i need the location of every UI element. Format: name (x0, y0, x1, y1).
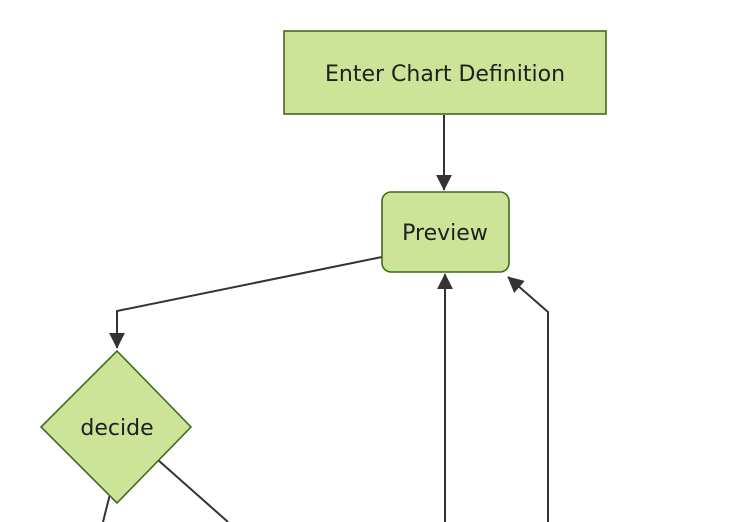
edge-bottom-right-to-preview (507, 276, 549, 522)
node-label: Enter Chart Definition (325, 62, 565, 87)
edge-preview-to-decide (109, 256, 383, 349)
rounded-rectangle-shape (381, 191, 510, 273)
edge-decide-to-offscreen-left (102, 493, 111, 522)
node-preview: Preview (381, 191, 510, 273)
diamond-shape (39, 349, 193, 505)
node-decide: decide (39, 349, 193, 505)
node-label: Preview (402, 221, 488, 246)
edge-decide-to-offscreen-right (157, 459, 229, 522)
rectangle-shape (283, 30, 607, 115)
node-label: decide (80, 416, 153, 441)
node-enter-chart-definition: Enter Chart Definition (283, 30, 607, 115)
